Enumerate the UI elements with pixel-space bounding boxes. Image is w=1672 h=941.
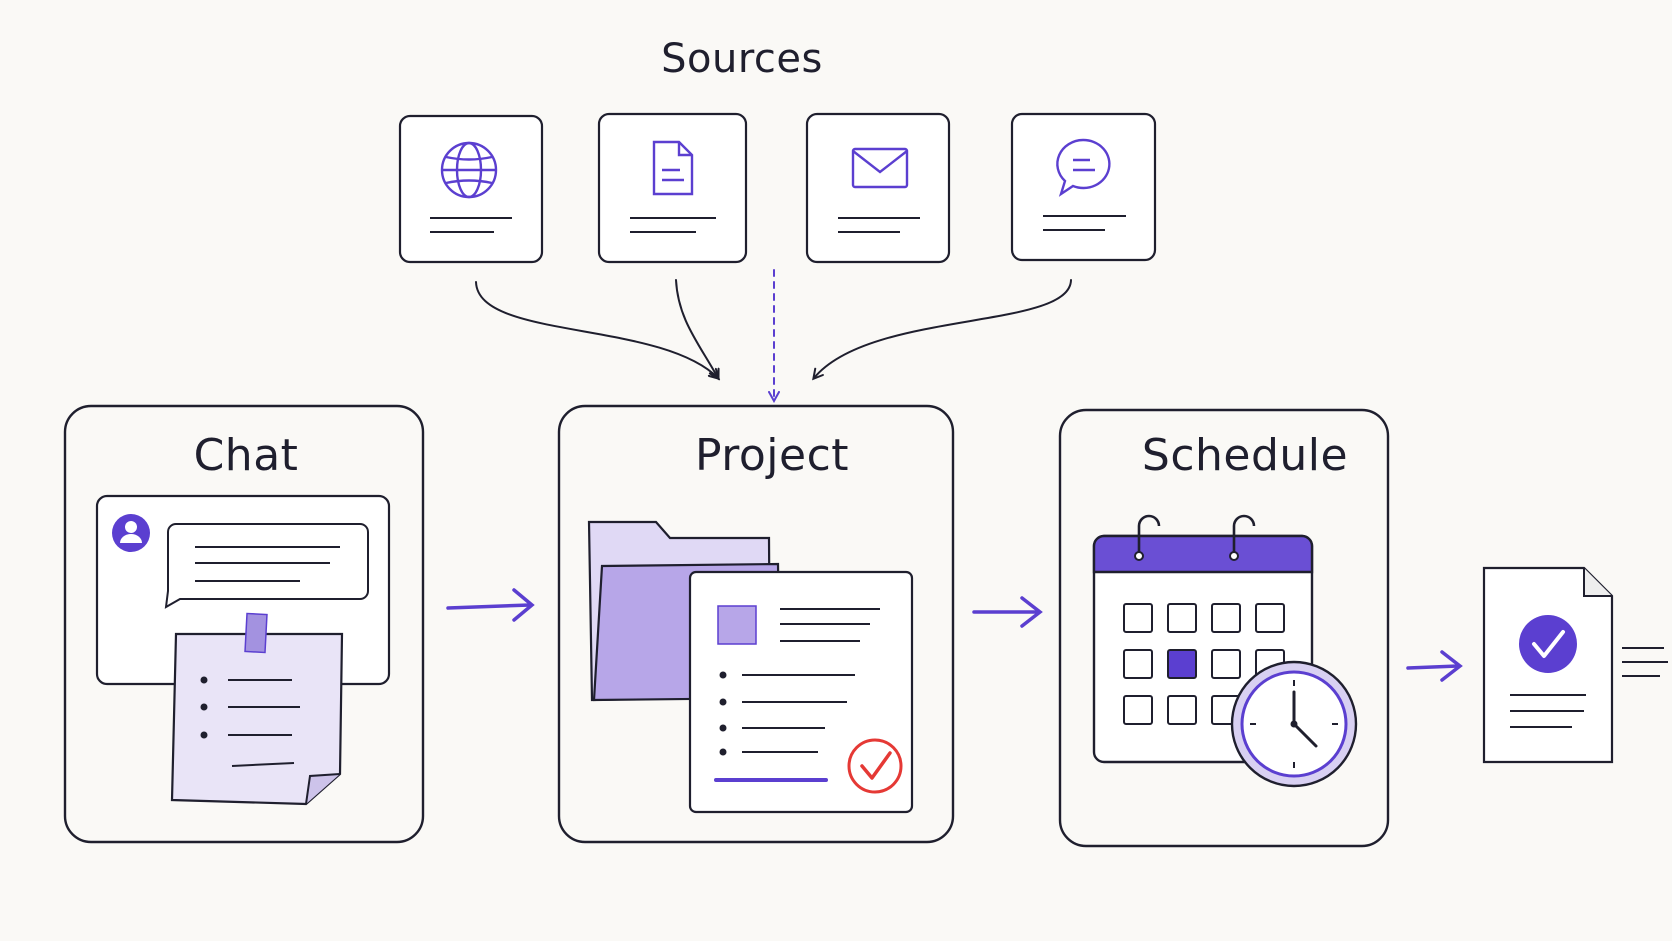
stage-box-schedule xyxy=(1058,408,1390,848)
arrow-schedule-to-output xyxy=(1406,650,1463,682)
mail-icon xyxy=(851,147,909,189)
arrow-web-to-project xyxy=(475,281,718,378)
schedule-illustration xyxy=(1092,514,1358,788)
source-arrows xyxy=(475,269,1072,400)
source-card-message xyxy=(1010,112,1157,262)
chat-bubble xyxy=(164,523,369,609)
arrow-message-to-project xyxy=(814,279,1072,378)
globe-icon xyxy=(440,141,498,199)
avatar-icon xyxy=(112,514,150,552)
arrow-document-to-project xyxy=(675,279,718,378)
speed-lines xyxy=(1622,647,1668,677)
chat-stage-title: Chat xyxy=(193,430,299,481)
flow-arrows xyxy=(446,588,1463,682)
source-card-document xyxy=(597,112,748,264)
tape xyxy=(244,612,268,654)
project-illustration xyxy=(587,520,914,814)
project-stage-title: Project xyxy=(694,430,850,481)
sources-title: Sources xyxy=(661,36,823,82)
sticky-note xyxy=(170,612,344,806)
check-document-icon xyxy=(1519,615,1577,673)
red-check-icon xyxy=(847,738,903,794)
source-card-email xyxy=(805,112,951,264)
clock-icon xyxy=(1230,660,1358,788)
stage-box-project xyxy=(557,404,955,844)
document-icon xyxy=(652,140,694,196)
schedule-stage-title: Schedule xyxy=(1141,430,1349,481)
arrow-project-to-schedule xyxy=(972,596,1043,628)
source-card-web xyxy=(398,114,544,264)
project-document xyxy=(688,570,914,814)
arrow-chat-to-project xyxy=(446,588,535,622)
output-document xyxy=(1482,566,1668,764)
chat-bubble-icon xyxy=(1056,138,1111,197)
chat-illustration xyxy=(95,494,391,806)
stage-box-chat xyxy=(63,404,425,844)
